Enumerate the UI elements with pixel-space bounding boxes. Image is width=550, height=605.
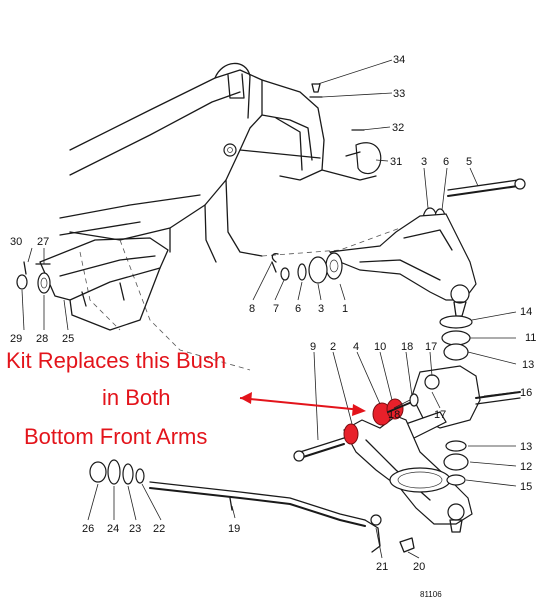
part-label: 9: [310, 341, 316, 353]
part-label: 21: [376, 561, 388, 573]
part-label: 16: [520, 387, 532, 399]
part-label: 8: [249, 303, 255, 315]
lower-ball-joint-parts: [443, 440, 469, 486]
callout-arrow: [239, 392, 366, 416]
part-label: 10: [374, 341, 386, 353]
part-label: 33: [393, 88, 405, 100]
part-label: 28: [36, 333, 48, 345]
part-label: 5: [466, 156, 472, 168]
part-label: 1: [342, 303, 348, 315]
part-label: 18: [401, 341, 413, 353]
part-label: 19: [228, 523, 240, 535]
part-label: 17: [434, 409, 446, 421]
callout-line-3: Bottom Front Arms: [24, 424, 207, 449]
part-label: 15: [520, 481, 532, 493]
upper-control-arm: [271, 178, 526, 317]
part-label: 25: [62, 333, 74, 345]
part-label: 11: [525, 332, 536, 344]
drawing-reference: 81106: [420, 590, 442, 599]
part-label: 6: [443, 156, 449, 168]
leader-lines: [21, 59, 517, 559]
part-label: 3: [318, 303, 324, 315]
part-label: 17: [425, 341, 437, 353]
part-label: 13: [520, 441, 532, 453]
part-label: 12: [520, 461, 532, 473]
part-label: 23: [129, 523, 141, 535]
callout-line-2: in Both: [102, 385, 171, 410]
part-label: 32: [392, 122, 404, 134]
part-label: 6: [295, 303, 301, 315]
part-label: 34: [393, 54, 405, 66]
part-label: 20: [413, 561, 425, 573]
part-label: 18: [388, 409, 400, 421]
callout-line-1: Kit Replaces this Bush: [6, 348, 226, 373]
part-label: 2: [330, 341, 336, 353]
part-label: 24: [107, 523, 119, 535]
part-label: 22: [153, 523, 165, 535]
callout-text: Kit Replaces this Bush in Both Bottom Fr…: [6, 348, 226, 449]
anti-roll-bar: [89, 459, 415, 553]
left-mount-bracket: [37, 237, 169, 331]
part-label: 7: [273, 303, 279, 315]
steering-knuckle: [399, 315, 521, 441]
lower-control-arm: [293, 393, 473, 533]
left-small-parts: [16, 261, 51, 290]
chassis-frame: [59, 62, 401, 371]
part-label: 14: [520, 306, 532, 318]
part-label: 26: [82, 523, 94, 535]
part-label: 4: [353, 341, 359, 353]
part-label: 3: [421, 156, 427, 168]
part-label: 31: [390, 156, 402, 168]
part-label: 30: [10, 236, 22, 248]
part-number-labels: 34 33 32 31 3 6 5 30 27 8 7 6 3 1 14 11 …: [10, 54, 536, 599]
part-label: 29: [10, 333, 22, 345]
part-label: 13: [522, 359, 534, 371]
part-label: 27: [37, 236, 49, 248]
